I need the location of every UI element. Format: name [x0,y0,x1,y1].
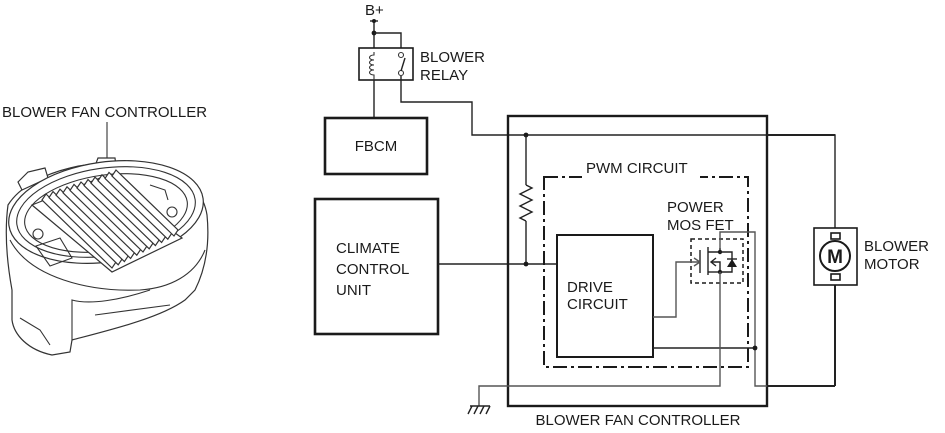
ccu-label-line2: CONTROL [336,261,409,278]
housing-connector [71,289,151,340]
relay-coil-icon [368,52,375,80]
drive-circuit-box [556,234,654,358]
relay-switch-icon [400,57,406,72]
motor-icon [819,240,851,272]
source-to-ground-wire [478,272,721,406]
housing-lower-edge [19,317,51,346]
blower-fan-controller-box [506,114,769,408]
fbcm-label: FBCM [355,138,398,155]
mosfet-body-arrow [709,257,717,267]
ground-hatch-1 [467,405,473,415]
mosfet-symbol-icon [699,247,737,275]
supply-label: B+ [365,2,384,19]
blower-relay [358,47,414,81]
ground-hatch-2 [473,405,479,415]
ground-hatch-4 [485,405,491,415]
motor-label-line1: BLOWER [864,238,929,255]
drive-circuit-line2: CIRCUIT [567,296,628,313]
mosfet-body-lead [711,261,721,272]
relay-switch-contact-top [397,51,405,59]
housing-edge [94,304,171,316]
ground-hatch-3 [479,405,485,415]
pullup-resistor-icon [518,184,534,222]
ground-icon [467,405,491,415]
mount-hole-left [32,228,44,240]
climate-control-unit-box [313,197,440,336]
motor-label-line2: MOTOR [864,256,920,273]
mosfet-label-line2: MOS FET [667,217,734,234]
mount-hole-right [166,206,178,218]
supply-node [372,19,376,23]
illustration-label: BLOWER FAN CONTROLLER [2,104,207,121]
relay-box [358,47,414,81]
drive-circuit-line1: DRIVE [567,279,613,296]
heat-sink [30,169,184,273]
controller-box-label: BLOWER FAN CONTROLLER [535,412,740,429]
housing-detail-right [149,184,169,201]
relay-label-line2: RELAY [420,67,468,84]
ccu-label-line3: UNIT [336,282,371,299]
blower-fan-controller-illustration: BLOWER FAN CONTROLLER [2,104,209,356]
mosfet-label-line1: POWER [667,199,724,216]
motor-brush-top [830,232,841,240]
motor-brush-bottom [830,273,841,281]
mosfet-package-boundary [690,238,744,284]
relay-label-line1: BLOWER [420,49,485,66]
pwm-circuit-label: PWM CIRCUIT [586,160,688,177]
gate-drive-wire [653,261,700,318]
blower-motor: M [813,227,858,286]
housing-skirt [9,239,206,291]
heat-sink-fin [111,169,179,237]
resistor-bottom-node [523,261,529,267]
housing-detail-left [35,237,73,267]
supply-to-switch-wire [374,32,402,52]
pwm-label-bg [582,160,700,180]
relay-output-wire [400,76,836,228]
fbcm-box [323,116,429,176]
gate-arrow [693,257,702,267]
ccu-label-line1: CLIMATE [336,240,400,257]
motor-symbol: M [827,247,843,268]
body-diode-triangle [727,259,737,267]
feedback-node [752,345,758,351]
housing-tab-left [17,167,49,191]
